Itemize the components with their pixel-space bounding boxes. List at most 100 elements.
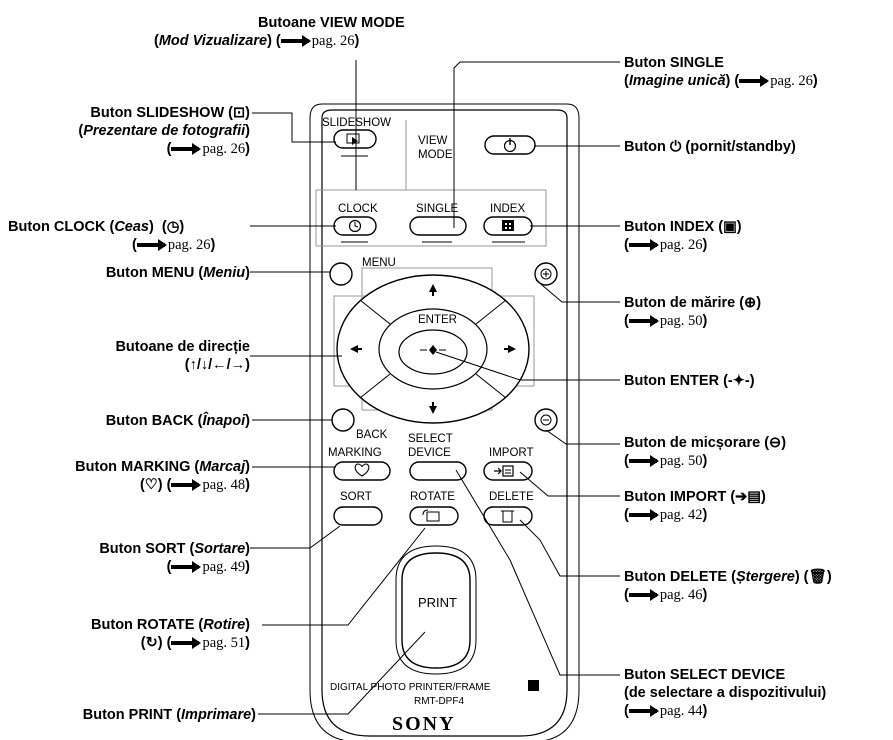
delete-text: DELETE <box>489 491 534 503</box>
trash-icon: 🗑 <box>808 569 827 585</box>
view-text: VIEW <box>418 135 448 147</box>
callout-direction: Butoane de direcție (↑/↓/←/→) <box>115 338 250 374</box>
rotate-italic: Rotire <box>203 617 246 633</box>
arrow-icon <box>628 315 659 328</box>
callout-back: Buton BACK (Înapoi) <box>105 413 250 429</box>
sort-text: SORT <box>340 491 372 503</box>
arrow-icon <box>628 509 659 522</box>
callout-single: Buton SINGLE (Imagine unică) (pag. 26) <box>624 55 818 89</box>
delete-page: pag. 46 <box>659 587 703 603</box>
import-text: IMPORT <box>489 447 534 459</box>
select-device-page: pag. 44 <box>659 703 703 719</box>
zoom-in-page: pag. 50 <box>659 313 703 329</box>
arrow-icon <box>628 455 659 468</box>
marking-text: MARKING <box>328 447 382 459</box>
callout-zoom-out: Buton de micșorare (⊖) (pag. 50) <box>624 435 787 469</box>
delete-italic: Ștergere <box>735 569 795 585</box>
single-button <box>409 216 467 236</box>
delete-title: Buton DELETE ( <box>624 569 736 585</box>
zoom-in-icon: ⊕ <box>744 295 757 311</box>
power-title-b: (pornit/standby) <box>681 139 796 155</box>
arrow-icon <box>628 589 659 602</box>
print-title: Buton PRINT ( <box>82 707 182 723</box>
menu-text: MENU <box>362 257 396 269</box>
mode-text: MODE <box>418 149 453 161</box>
view-mode-subtitle: Mod Vizualizare <box>158 33 268 49</box>
back-italic: Înapoi <box>202 413 246 429</box>
rotate-page: pag. 51 <box>202 635 246 651</box>
print-text: PRINT <box>418 595 457 610</box>
arrow-icon <box>739 75 770 88</box>
brand-logo: SONY <box>392 713 456 735</box>
clock-icon: ◷ <box>166 219 180 235</box>
callout-sort: Buton SORT (Sortare) (pag. 49) <box>99 541 250 575</box>
enter-title: Buton ENTER (-✦-) <box>624 373 755 389</box>
index-icon: ▣ <box>723 219 737 235</box>
rotate-button <box>409 506 459 526</box>
power-title-a: Buton <box>624 139 670 155</box>
clock-page: pag. 26 <box>167 237 211 253</box>
callout-marking: Buton MARKING (Marcaj) (♡) (pag. 48) <box>75 459 250 493</box>
select-device-title: Buton SELECT DEVICE <box>624 667 786 683</box>
enter-text: ENTER <box>418 314 457 326</box>
select-device-sub: (de selectare a dispozitivului) <box>624 685 827 701</box>
arrow-icon <box>628 239 659 252</box>
marking-button <box>333 461 391 481</box>
import-button <box>483 461 533 481</box>
select-device-button <box>409 461 467 481</box>
slideshow-title: Buton SLIDESHOW ( <box>90 105 233 121</box>
callout-slideshow: Buton SLIDESHOW (⊡) (Prezentare de fotog… <box>78 105 250 157</box>
zoom-out-title: Buton de micșorare ( <box>624 435 770 451</box>
arrow-icon <box>171 561 202 574</box>
arrow-icon <box>628 705 659 718</box>
callout-clock: Buton CLOCK (Ceas) (◷) (pag. 26) <box>8 219 216 253</box>
model-text: RMT-DPF4 <box>414 696 464 707</box>
view-mode-page: pag. 26 <box>311 33 355 49</box>
clock-italic: Ceas <box>114 219 149 235</box>
marking-italic: Marcaj <box>199 459 246 475</box>
single-title: Buton SINGLE <box>624 55 724 71</box>
callout-view-mode: Butoane VIEW MODE (Mod Vizualizare) (pag… <box>154 15 405 49</box>
sort-page: pag. 49 <box>202 559 246 575</box>
callout-print: Buton PRINT (Imprimare) <box>82 707 256 723</box>
marking-page: pag. 48 <box>202 477 246 493</box>
index-title: Buton INDEX ( <box>624 219 724 235</box>
print-italic: Imprimare <box>181 707 252 723</box>
back-title: Buton BACK ( <box>105 413 203 429</box>
back-text: BACK <box>356 429 388 441</box>
view-mode-title: Butoane VIEW MODE <box>258 15 405 31</box>
marking-title: Buton MARKING ( <box>75 459 200 475</box>
arrow-icon <box>171 143 202 156</box>
import-page: pag. 42 <box>659 507 703 523</box>
arrow-icon <box>280 35 311 48</box>
arrow-icon <box>136 239 167 252</box>
zoom-out-icon: ⊖ <box>769 435 782 451</box>
heart-icon: ♡ <box>144 477 158 493</box>
callout-power: Buton ⏻ (pornit/standby) <box>624 138 796 156</box>
arrow-icon <box>171 637 202 650</box>
slideshow-text: SLIDESHOW <box>322 117 391 129</box>
zoom-out-page: pag. 50 <box>659 453 703 469</box>
callout-rotate: Buton ROTATE (Rotire) (↻) (pag. 51) <box>91 617 250 651</box>
callout-index: Buton INDEX (▣) (pag. 26) <box>624 219 742 253</box>
rotate-icon: ↻ <box>145 635 158 651</box>
menu-italic: Meniu <box>203 265 246 281</box>
clock-text: CLOCK <box>338 203 378 215</box>
callout-delete: Buton DELETE (Ștergere) (🗑) (pag. 46) <box>624 569 832 603</box>
callout-zoom-in: Buton de mărire (⊕) (pag. 50) <box>624 295 762 329</box>
index-text: INDEX <box>490 203 525 215</box>
menu-title: Buton MENU ( <box>105 265 204 281</box>
power-icon: ⏻ <box>669 139 682 155</box>
clock-title: Buton CLOCK ( <box>8 219 115 235</box>
slideshow-page: pag. 26 <box>202 141 246 157</box>
rotate-title: Buton ROTATE ( <box>91 617 204 633</box>
model-line-text: DIGITAL PHOTO PRINTER/FRAME <box>330 682 491 693</box>
arrow-icon <box>171 479 202 492</box>
rotate-text: ROTATE <box>410 491 455 503</box>
sort-italic: Sortare <box>194 541 246 557</box>
zoom-in-title: Buton de mărire ( <box>624 295 745 311</box>
single-text: SINGLE <box>416 203 459 215</box>
sort-title: Buton SORT ( <box>99 541 195 557</box>
device-text: DEVICE <box>408 447 451 459</box>
